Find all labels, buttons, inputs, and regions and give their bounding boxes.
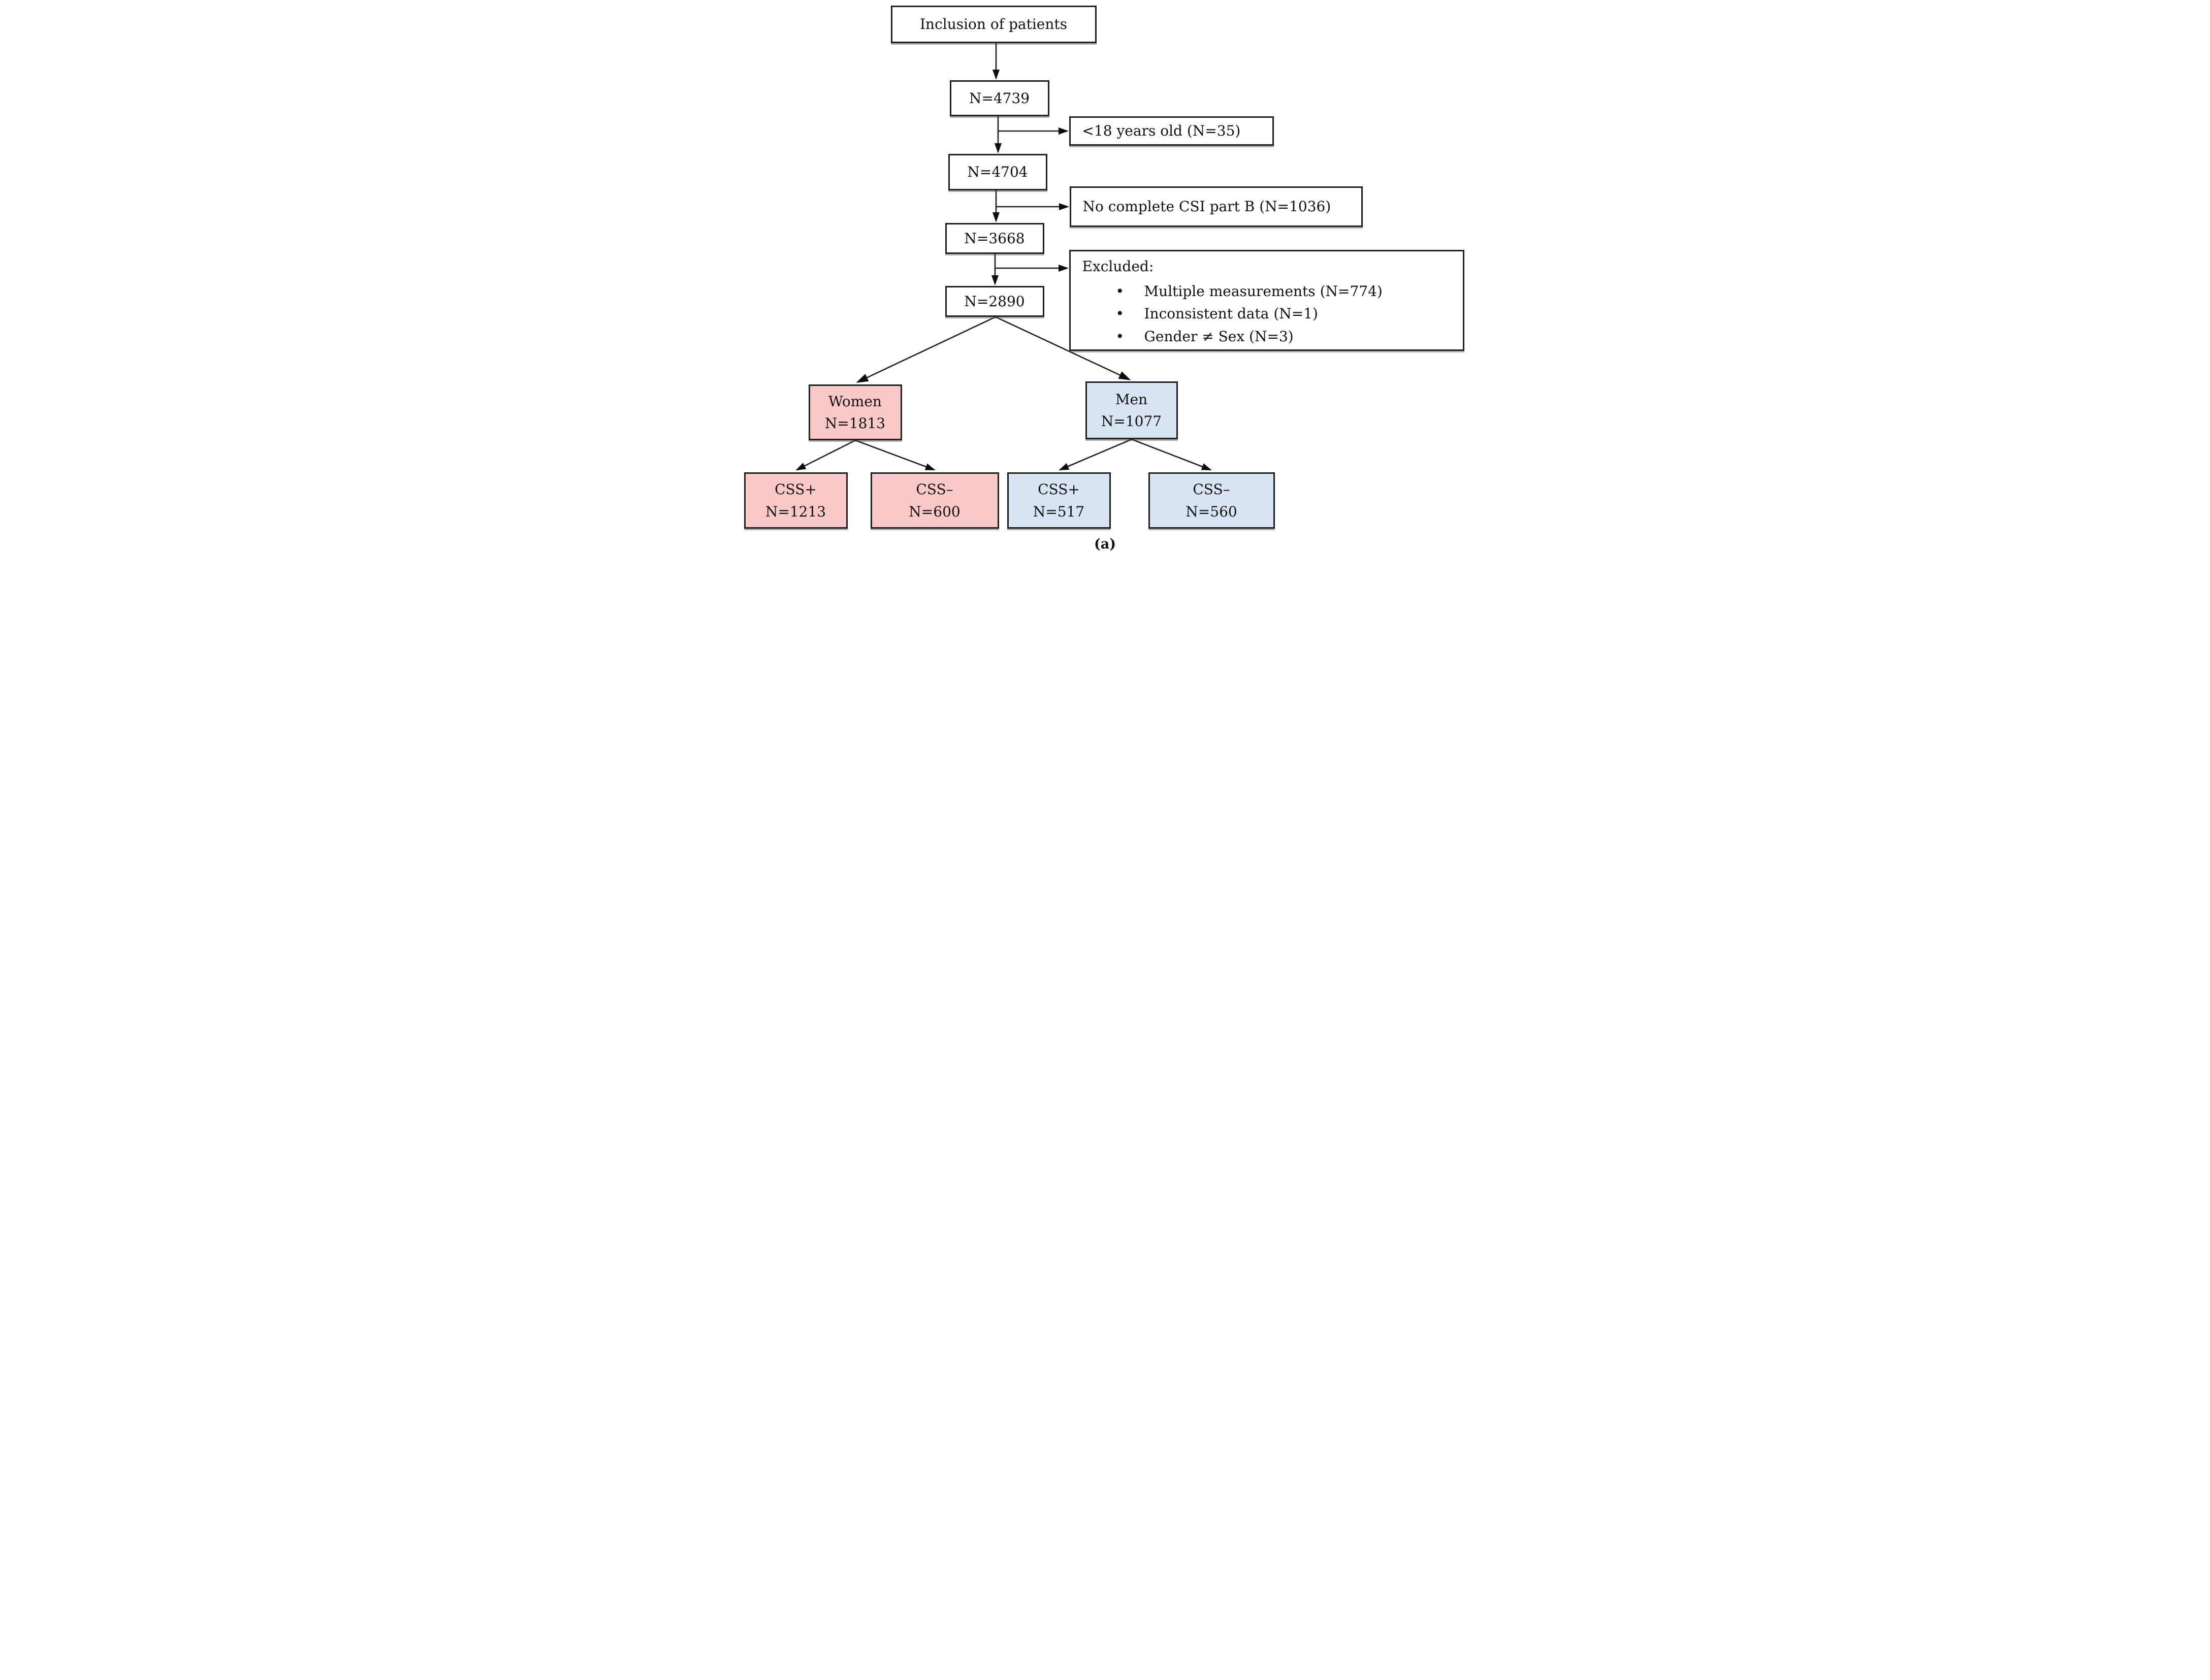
connector-women-to-css-neg: [855, 439, 936, 471]
node-label: N=2890: [964, 293, 1025, 310]
connector-n2890-to-women: [855, 316, 996, 383]
node-women-css-negative: CSS– N=600: [870, 472, 999, 529]
node-label: CSS–: [1193, 481, 1230, 498]
node-label: CSS+: [1038, 481, 1080, 498]
node-count: N=560: [1186, 503, 1237, 520]
excluded-list: • Multiple measurements (N=774) • Inconsis…: [1082, 283, 1453, 345]
node-count: N=600: [909, 503, 960, 520]
node-label: <18 years old (N=35): [1082, 122, 1241, 140]
connector-men-to-css-pos: [1058, 438, 1132, 471]
figure-caption-label: (a): [1094, 536, 1116, 552]
node-excluded-no-csi-part-b: No complete CSI part B (N=1036): [1069, 186, 1363, 227]
patient-inclusion-flowchart: Inclusion of patients N=4739 <18 years o…: [736, 0, 1474, 560]
node-label: Women: [828, 393, 882, 410]
node-label: CSS–: [916, 481, 953, 498]
node-count: N=1213: [765, 503, 826, 520]
bullet-icon: •: [1115, 282, 1125, 300]
node-men-css-positive: CSS+ N=517: [1007, 472, 1111, 529]
node-men-css-negative: CSS– N=560: [1148, 472, 1275, 529]
node-n2890: N=2890: [945, 286, 1044, 317]
node-label: CSS+: [775, 481, 817, 498]
node-excluded-reasons: Excluded: • Multiple measurements (N=774)…: [1069, 250, 1464, 351]
excluded-item: • Multiple measurements (N=774): [1116, 283, 1453, 300]
connector-men-to-css-neg: [1131, 438, 1212, 471]
node-label: No complete CSI part B (N=1036): [1082, 198, 1331, 215]
node-count: N=517: [1033, 503, 1085, 520]
node-n3668: N=3668: [945, 223, 1044, 254]
excluded-item: • Gender ≠ Sex (N=3): [1116, 328, 1453, 345]
excluded-item: • Inconsistent data (N=1): [1116, 305, 1453, 322]
connector-women-to-css-pos: [795, 439, 856, 471]
node-excluded-under-18: <18 years old (N=35): [1069, 116, 1274, 146]
figure-caption: (a): [737, 536, 1474, 552]
node-label: N=3668: [964, 230, 1025, 247]
node-inclusion-of-patients: Inclusion of patients: [890, 6, 1097, 43]
excluded-title: Excluded:: [1082, 258, 1154, 275]
excluded-item-label: Multiple measurements (N=774): [1144, 282, 1383, 300]
node-women-css-positive: CSS+ N=1213: [744, 472, 848, 529]
node-label: N=4739: [969, 89, 1030, 107]
excluded-item-label: Inconsistent data (N=1): [1144, 305, 1318, 322]
excluded-item-label: Gender ≠ Sex (N=3): [1144, 328, 1294, 345]
node-count: N=1813: [824, 415, 886, 432]
node-n4739: N=4739: [949, 80, 1049, 116]
node-count: N=1077: [1101, 413, 1162, 430]
node-label: N=4704: [967, 164, 1028, 181]
node-label: Inclusion of patients: [919, 16, 1068, 33]
node-label: Men: [1115, 391, 1148, 408]
node-women: Women N=1813: [808, 384, 902, 440]
bullet-icon: •: [1115, 328, 1125, 345]
node-n4704: N=4704: [948, 154, 1047, 190]
bullet-icon: •: [1115, 305, 1125, 322]
node-men: Men N=1077: [1085, 381, 1178, 439]
